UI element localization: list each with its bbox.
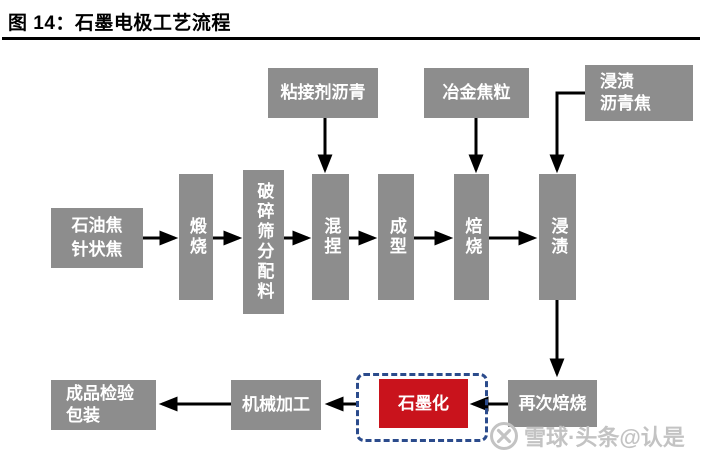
node-baking: 焙烧 (454, 174, 489, 300)
arrow-pitchcoke-to-impregnation (549, 91, 585, 174)
xueqiu-snowball-logo-icon (490, 422, 518, 450)
node-petroleum-needle-coke: 石油焦 针状焦 (51, 208, 143, 268)
node-graphitization: 石墨化 (379, 379, 468, 428)
watermark-text: 雪球·头条@认是 (524, 425, 685, 450)
node-impregnated-pitch-coke: 浸渍 沥青焦 (585, 65, 693, 121)
node-baking-label: 焙烧 (462, 217, 482, 257)
node-rebaking: 再次焙烧 (508, 380, 597, 427)
node-forming: 成型 (378, 174, 414, 300)
node-forming-label: 成型 (386, 217, 406, 257)
node-metallurgical-coke-label: 冶金焦粒 (442, 83, 511, 103)
title-underline (2, 37, 700, 40)
figure-title: 图 14：石墨电极工艺流程 (8, 13, 231, 34)
node-rebaking-label: 再次焙烧 (518, 393, 587, 413)
node-kneading: 混捏 (312, 174, 349, 300)
node-impregnation: 浸渍 (539, 174, 576, 300)
node-impregnated-pitch-coke-label: 浸渍 沥青焦 (600, 71, 651, 113)
node-binder-pitch: 粘接剂沥青 (268, 68, 378, 118)
watermark: 雪球·头条@认是 (489, 420, 685, 452)
node-petroleum-needle-coke-label: 石油焦 针状焦 (71, 216, 123, 259)
node-metallurgical-coke: 冶金焦粒 (424, 68, 529, 118)
node-calcination: 煅烧 (179, 174, 213, 300)
node-crushing-screening-batching-label: 破碎筛分配料 (254, 182, 274, 302)
node-kneading-label: 混捏 (321, 217, 341, 257)
node-impregnation-label: 浸渍 (548, 217, 568, 257)
node-calcination-label: 煅烧 (186, 217, 206, 257)
node-inspection-packaging: 成品检验 包装 (51, 380, 156, 430)
node-graphitization-label: 石墨化 (398, 393, 449, 413)
node-machining-label: 机械加工 (242, 395, 310, 415)
graphitization-dashed-frame (356, 373, 488, 442)
node-binder-pitch-label: 粘接剂沥青 (280, 83, 366, 103)
node-inspection-packaging-label: 成品检验 包装 (66, 383, 134, 425)
node-crushing-screening-batching: 破碎筛分配料 (243, 170, 284, 314)
node-machining: 机械加工 (231, 380, 321, 430)
